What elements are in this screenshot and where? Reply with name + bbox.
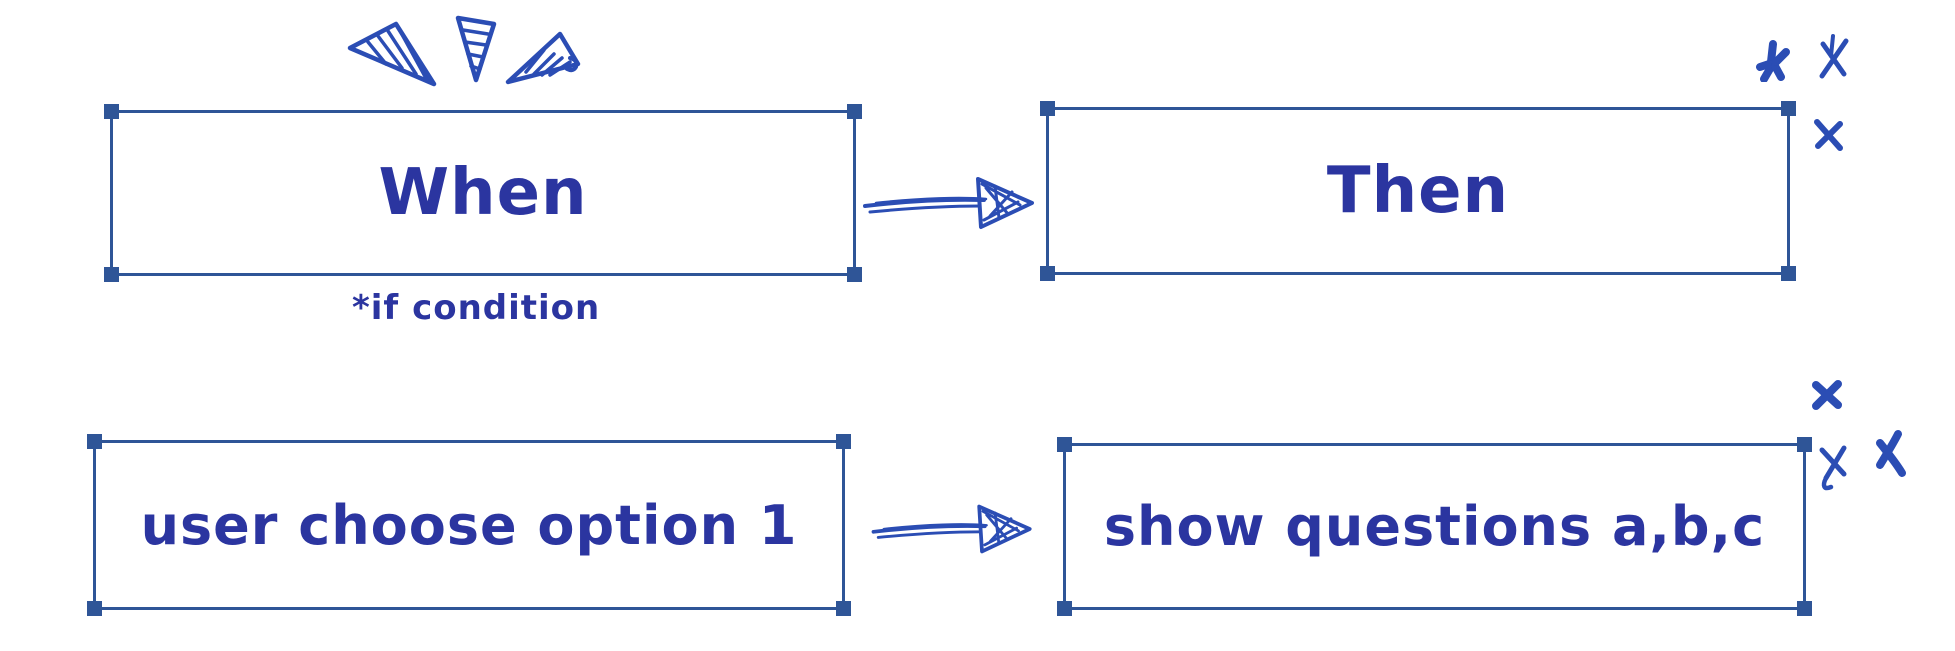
sparkle-icon[interactable] [1755, 40, 1791, 82]
selection-handle-top-right[interactable] [847, 104, 862, 119]
trigger-label: user choose option 1 [140, 493, 798, 557]
selection-handle-bottom-left[interactable] [1057, 601, 1072, 616]
when-box[interactable]: When [104, 104, 862, 282]
selection-handle-bottom-right[interactable] [1797, 601, 1812, 616]
flow-arrow-2[interactable] [865, 500, 1041, 558]
then-label: Then [1326, 154, 1510, 228]
sparkle-icon[interactable] [1810, 112, 1846, 158]
selection-handle-bottom-left[interactable] [87, 601, 102, 616]
selection-handle-top-left[interactable] [1057, 437, 1072, 452]
sparkle-icon[interactable] [1813, 30, 1853, 82]
selection-handle-bottom-left[interactable] [104, 267, 119, 282]
selection-handle-top-left[interactable] [1040, 101, 1055, 116]
selection-handle-bottom-left[interactable] [1040, 266, 1055, 281]
selection-handle-bottom-right[interactable] [847, 267, 862, 282]
selection-handle-bottom-right[interactable] [1781, 266, 1796, 281]
sparkle-icon[interactable] [1872, 428, 1908, 478]
selection-handle-top-right[interactable] [1781, 101, 1796, 116]
action-label: show questions a,b,c [1103, 495, 1766, 558]
selection-handle-bottom-right[interactable] [836, 601, 851, 616]
selection-handle-top-left[interactable] [87, 434, 102, 449]
sparkle-icon[interactable] [1806, 378, 1848, 412]
trigger-box[interactable]: user choose option 1 [87, 434, 851, 616]
then-box[interactable]: Then [1040, 101, 1796, 281]
emphasis-triangles-sketch[interactable] [330, 14, 590, 100]
selection-handle-top-right[interactable] [836, 434, 851, 449]
flow-arrow-1[interactable] [862, 172, 1038, 234]
selection-handle-top-left[interactable] [104, 104, 119, 119]
sparkle-icon[interactable] [1814, 442, 1850, 494]
when-label: When [378, 156, 588, 230]
action-box[interactable]: show questions a,b,c [1057, 437, 1812, 616]
selection-handle-top-right[interactable] [1797, 437, 1812, 452]
condition-note[interactable]: *if condition [352, 288, 601, 328]
